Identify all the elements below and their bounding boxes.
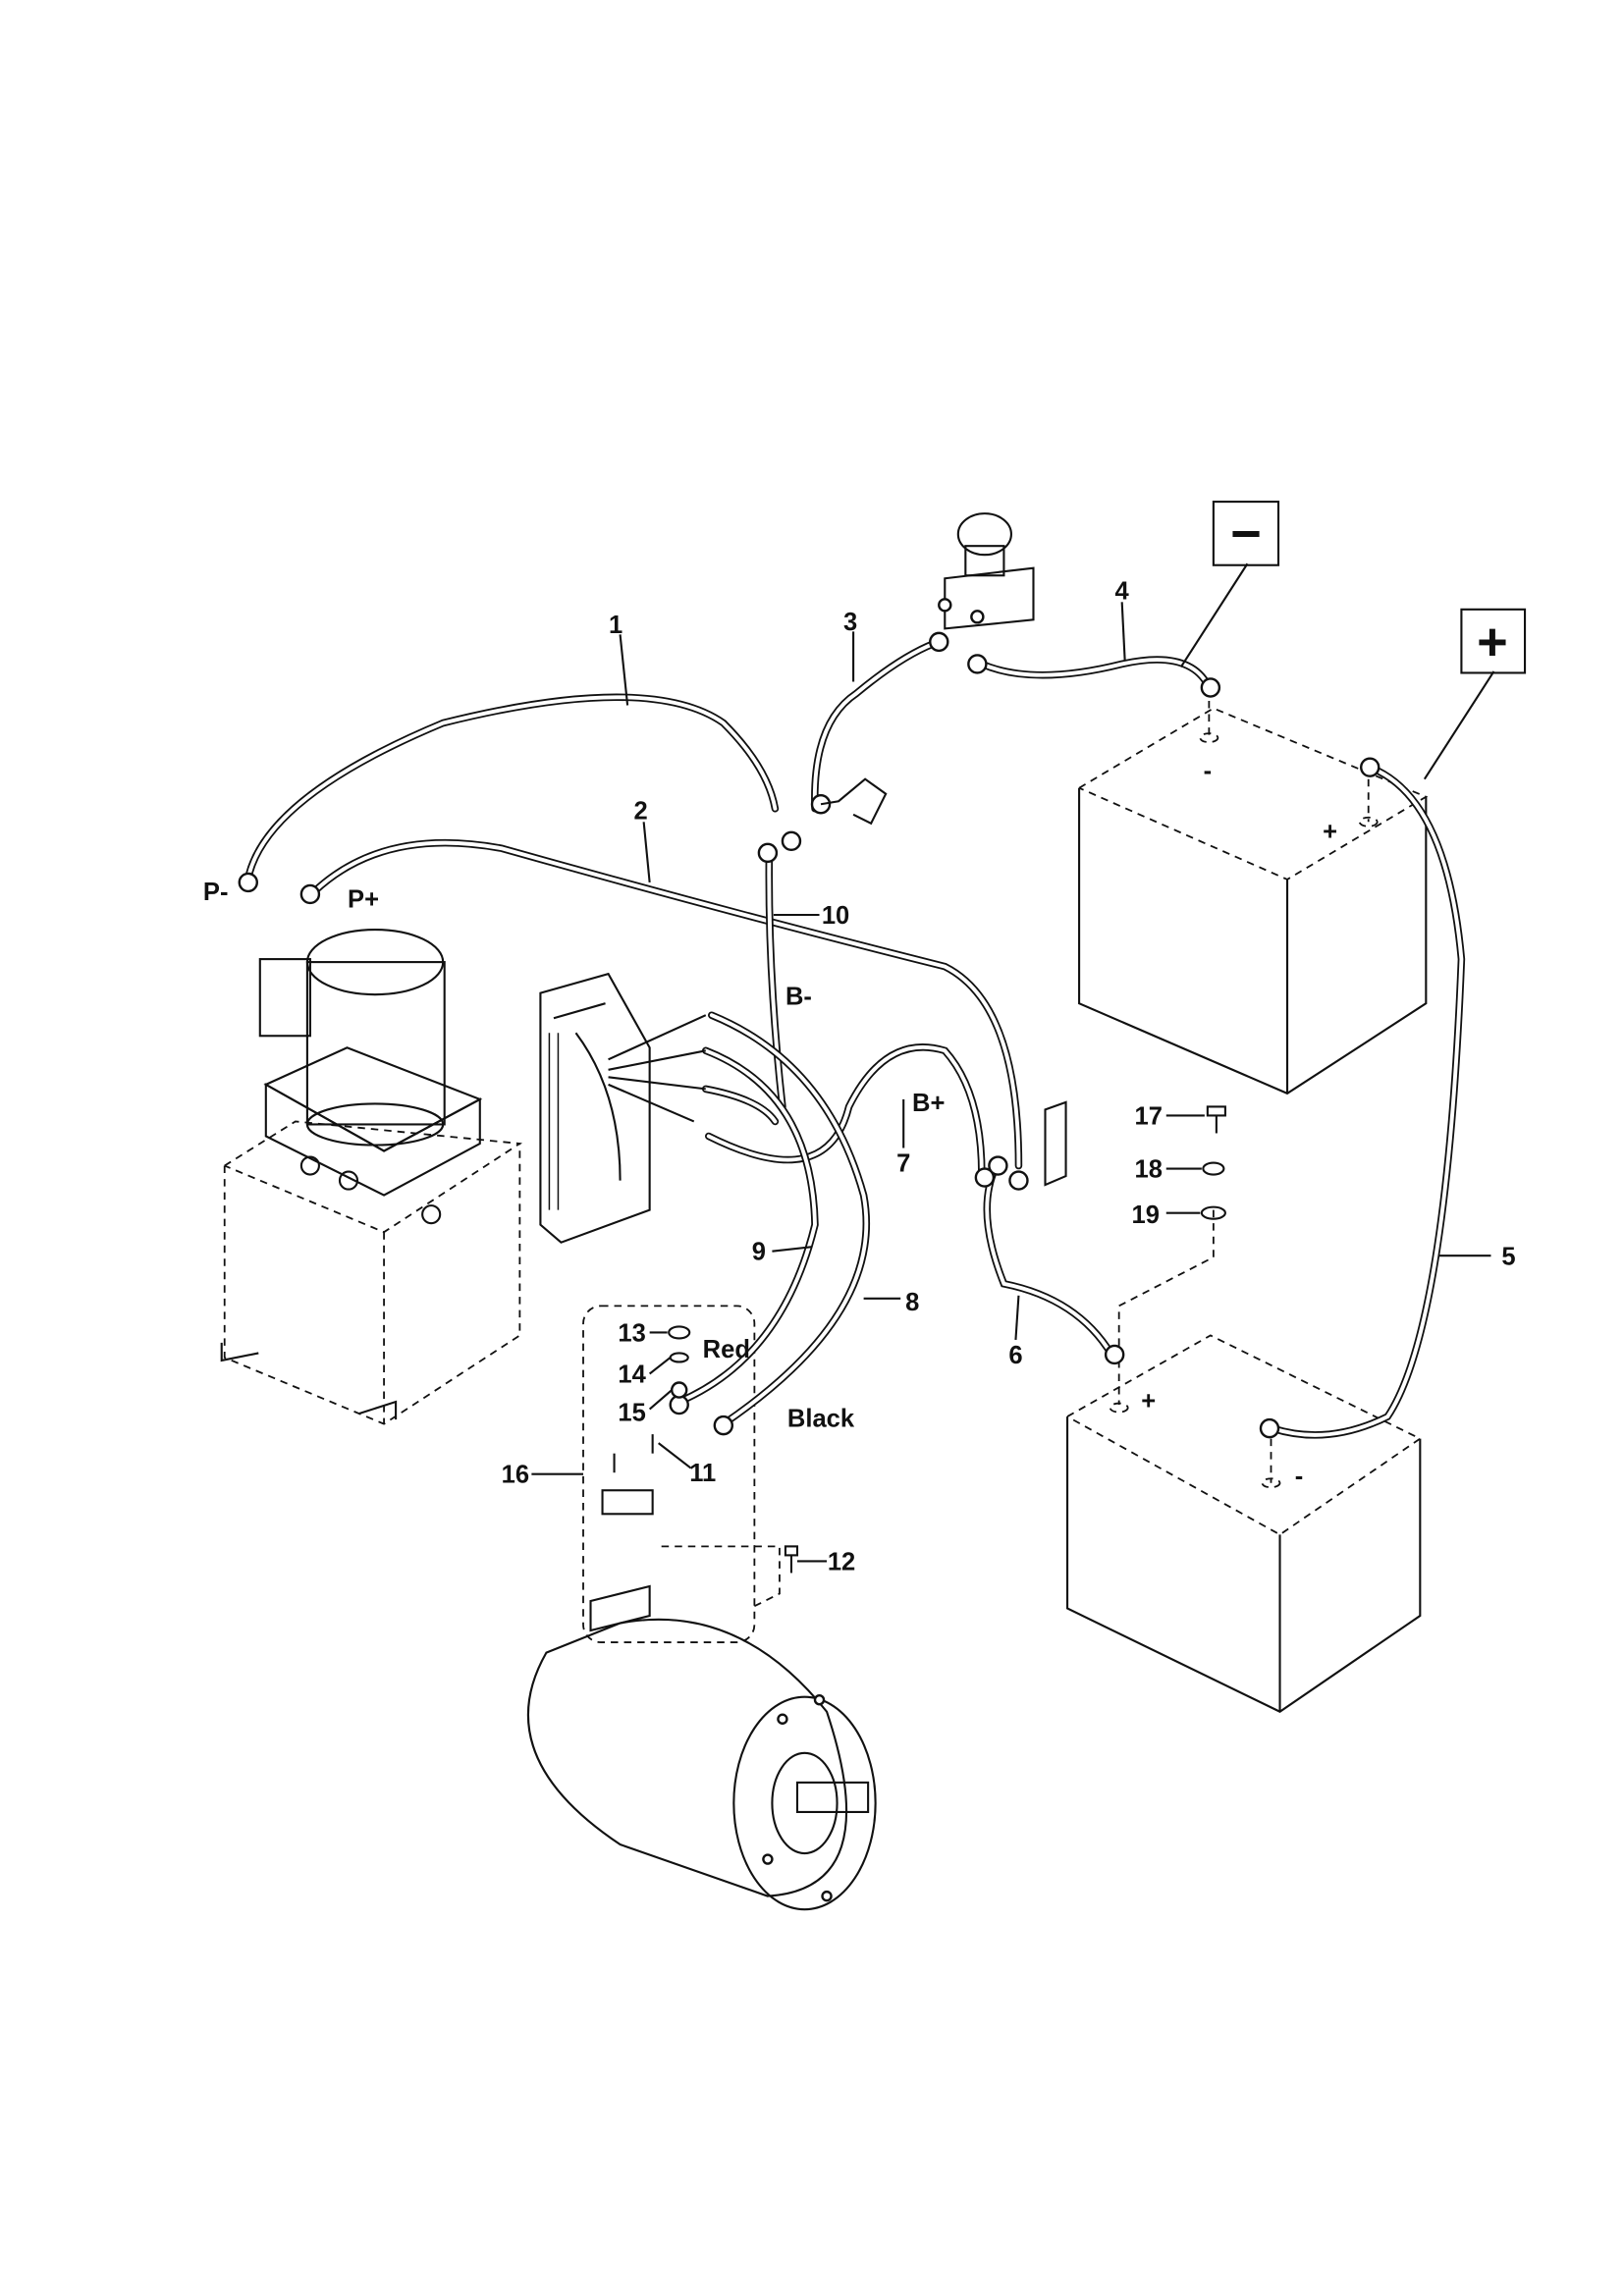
callout-13: 13 <box>618 1319 645 1347</box>
negative-terminal-box: − <box>1212 501 1280 566</box>
cables <box>238 631 1466 1439</box>
callout-7: 7 <box>896 1150 910 1178</box>
callout-12: 12 <box>828 1548 855 1575</box>
battery1-positive-sign: + <box>1323 818 1337 845</box>
positive-terminal-box: + <box>1460 608 1527 674</box>
callout-4: 4 <box>1115 577 1130 605</box>
callout-18: 18 <box>1135 1156 1163 1184</box>
terminal-block <box>601 1489 654 1516</box>
leader-lines <box>531 562 1495 1563</box>
callout-3: 3 <box>843 609 857 636</box>
item-16-group-outline <box>582 1305 756 1643</box>
callout-1: 1 <box>609 612 623 639</box>
battery1-negative-sign: - <box>1204 758 1213 785</box>
svg-text:−: − <box>1230 505 1262 563</box>
label-p-plus: P+ <box>348 885 379 913</box>
callout-10: 10 <box>822 902 849 930</box>
battery2-positive-sign: + <box>1141 1388 1156 1415</box>
label-b-plus: B+ <box>912 1090 945 1117</box>
callout-19: 19 <box>1132 1201 1160 1229</box>
label-black: Black <box>787 1406 855 1433</box>
battery-top <box>1078 687 1429 1095</box>
emergency-disconnect-switch <box>938 512 1035 630</box>
callout-11: 11 <box>689 1460 716 1487</box>
callout-16: 16 <box>502 1462 529 1489</box>
label-p-minus: P- <box>203 879 229 906</box>
terminal-labels: P- P+ B- B+ Red Black - + + - <box>203 758 1337 1491</box>
callout-15: 15 <box>618 1400 645 1427</box>
callout-labels: 1 2 3 4 5 6 7 8 9 10 11 12 13 14 15 16 1… <box>502 577 1516 1575</box>
callout-14: 14 <box>618 1362 646 1389</box>
battery2-negative-sign: - <box>1295 1463 1304 1490</box>
callout-8: 8 <box>905 1289 919 1316</box>
drive-motor <box>526 1584 877 1911</box>
callout-9: 9 <box>752 1239 766 1266</box>
hydraulic-pump-unit <box>220 928 523 1425</box>
callout-5: 5 <box>1501 1243 1515 1270</box>
label-b-minus: B- <box>785 984 812 1011</box>
battery-bottom <box>1066 1334 1423 1713</box>
callout-6: 6 <box>1008 1342 1022 1369</box>
motor-controller <box>539 972 651 1244</box>
callout-2: 2 <box>634 797 648 825</box>
label-red: Red <box>703 1336 750 1363</box>
callout-17: 17 <box>1135 1102 1163 1130</box>
svg-text:+: + <box>1477 613 1508 671</box>
